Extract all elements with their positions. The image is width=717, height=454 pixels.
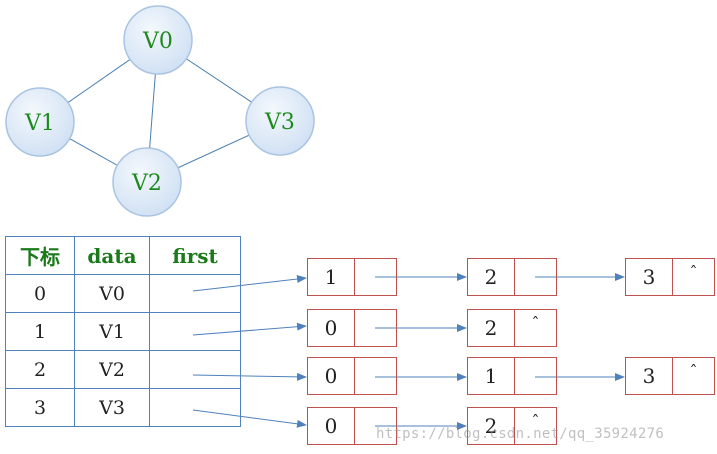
list-node: 1: [467, 357, 557, 395]
list-node: 0: [307, 407, 397, 445]
cell-data: V0: [74, 274, 150, 313]
next-pointer-arrows: [375, 273, 625, 430]
node-value: 1: [308, 259, 355, 295]
vertex-v1: V1: [5, 87, 75, 157]
vertex-label: V1: [24, 111, 55, 136]
table-header-row: 下标 data first: [5, 236, 241, 275]
cell-data: V2: [74, 350, 150, 389]
cell-first: [149, 388, 241, 427]
node-value: 0: [308, 358, 355, 394]
table-row: 3 V3: [5, 388, 241, 427]
list-node: 0: [307, 309, 397, 347]
vertex-v2: V2: [112, 147, 182, 217]
vertex-label: V2: [131, 171, 162, 196]
node-next: [355, 310, 396, 346]
vertex-table: 下标 data first 0 V0 1 V1 2 V2 3 V3: [5, 236, 241, 427]
cell-first: [149, 274, 241, 313]
list-node: 2 ˆ: [467, 309, 557, 347]
node-value: 2: [468, 259, 515, 295]
watermark: https://blog.csdn.net/qq_35924276: [376, 426, 665, 442]
table-row: 0 V0: [5, 274, 241, 313]
cell-index: 0: [5, 274, 75, 313]
node-next: ˆ: [689, 362, 698, 381]
list-node: 2: [467, 258, 557, 296]
list-node: 1: [307, 258, 397, 296]
cell-data: V1: [74, 312, 150, 351]
node-next: ˆ: [531, 412, 540, 431]
header-index: 下标: [5, 236, 75, 275]
vertex-v3: V3: [245, 86, 315, 156]
node-value: 0: [308, 310, 355, 346]
node-value: 0: [308, 408, 355, 444]
node-next: ˆ: [689, 263, 698, 282]
cell-index: 1: [5, 312, 75, 351]
vertex-label: V3: [264, 110, 295, 135]
node-next: [515, 358, 556, 394]
vertex-v0: V0: [123, 5, 193, 75]
header-data: data: [74, 236, 150, 275]
cell-index: 2: [5, 350, 75, 389]
vertex-label: V0: [142, 29, 173, 54]
table-row: 2 V2: [5, 350, 241, 389]
node-value: 2: [468, 310, 515, 346]
cell-data: V3: [74, 388, 150, 427]
node-next: [515, 259, 556, 295]
cell-first: [149, 312, 241, 351]
node-value: 1: [468, 358, 515, 394]
list-node: 2 ˆ: [467, 407, 557, 445]
node-value: 2: [468, 408, 515, 444]
list-node: 3 ˆ: [625, 357, 715, 395]
node-next: [355, 259, 396, 295]
cell-index: 3: [5, 388, 75, 427]
cell-first: [149, 350, 241, 389]
node-value: 3: [626, 259, 673, 295]
header-first: first: [149, 236, 241, 275]
table-row: 1 V1: [5, 312, 241, 351]
node-value: 3: [626, 358, 673, 394]
node-next: ˆ: [531, 314, 540, 333]
list-node: 3 ˆ: [625, 258, 715, 296]
list-node: 0: [307, 357, 397, 395]
node-next: [355, 358, 396, 394]
